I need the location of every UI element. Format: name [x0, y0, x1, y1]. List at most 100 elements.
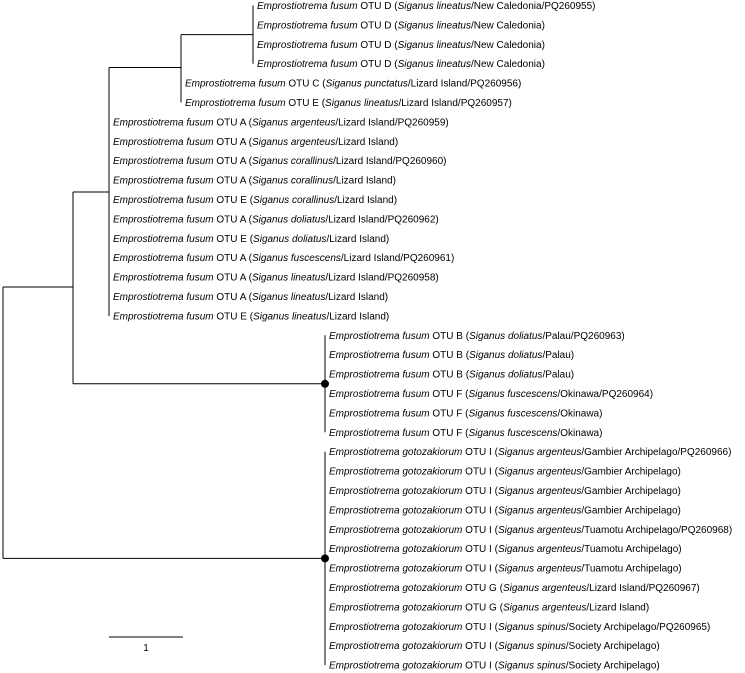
taxon-species: Emprostiotrema fusum [257, 20, 358, 31]
taxon-species: Emprostiotrema fusum [113, 214, 214, 225]
taxon-locality: /Society Archipelago) [566, 661, 660, 672]
taxon-locality: /Gambier Archipelago/PQ260966) [581, 447, 731, 458]
taxon-host: Siganus argenteus [498, 467, 581, 478]
taxon-species: Emprostiotrema fusum [257, 1, 358, 12]
taxon-species: Emprostiotrema fusum [113, 311, 214, 322]
taxon-label: Emprostiotrema gotozakiorum OTU I (Sigan… [329, 525, 732, 536]
taxon-label: Emprostiotrema fusum OTU D (Siganus line… [257, 20, 545, 31]
taxon-locality: /Lizard Island/PQ260962) [325, 214, 438, 225]
taxon-label: Emprostiotrema fusum OTU A (Siganus cora… [113, 156, 447, 167]
taxon-label: Emprostiotrema fusum OTU D (Siganus line… [257, 40, 545, 51]
taxon-label: Emprostiotrema gotozakiorum OTU G (Sigan… [329, 583, 700, 594]
taxon-species: Emprostiotrema fusum [257, 40, 358, 51]
taxon-host: Siganus lineatus [398, 20, 471, 31]
taxon-otu: OTU A ( [214, 292, 253, 303]
taxon-host: Siganus doliatus [469, 370, 542, 381]
taxon-otu: OTU I ( [462, 447, 498, 458]
taxon-otu: OTU D ( [358, 40, 399, 51]
taxon-locality: /Lizard Island/PQ260960) [333, 156, 446, 167]
taxon-host: Siganus doliatus [469, 331, 542, 342]
taxon-host: Siganus doliatus [253, 234, 326, 245]
taxon-host: Siganus lineatus [398, 1, 471, 12]
taxon-host: Siganus lineatus [325, 98, 398, 109]
taxon-label: Emprostiotrema fusum OTU A (Siganus line… [113, 292, 388, 303]
taxon-locality: /Society Archipelago/PQ260965) [566, 622, 711, 633]
taxon-locality: /New Caledonia) [471, 20, 545, 31]
taxon-otu: OTU D ( [358, 1, 399, 12]
taxon-otu: OTU I ( [462, 486, 498, 497]
taxon-host: Siganus corallinus [252, 156, 333, 167]
taxon-host: Siganus fuscescens [468, 428, 557, 439]
taxon-label: Emprostiotrema gotozakiorum OTU I (Sigan… [329, 447, 731, 458]
taxon-locality: /Tuamotu Archipelago) [581, 564, 681, 575]
taxon-locality: /Lizard Island/PQ260961) [341, 253, 454, 264]
taxon-otu: OTU E ( [214, 195, 254, 206]
taxon-species: Emprostiotrema gotozakiorum [329, 486, 462, 497]
taxon-host: Siganus argenteus [503, 583, 586, 594]
taxon-label: Emprostiotrema fusum OTU F (Siganus fusc… [329, 389, 653, 400]
taxon-otu: OTU A ( [214, 214, 253, 225]
taxon-label: Emprostiotrema gotozakiorum OTU I (Sigan… [329, 641, 660, 652]
taxon-species: Emprostiotrema gotozakiorum [329, 447, 462, 458]
taxon-host: Siganus argenteus [252, 137, 335, 148]
taxon-otu: OTU I ( [462, 641, 498, 652]
taxon-locality: /Gambier Archipelago) [581, 467, 681, 478]
taxon-label: Emprostiotrema fusum OTU E (Siganus line… [113, 311, 389, 322]
taxon-label: Emprostiotrema gotozakiorum OTU I (Sigan… [329, 467, 681, 478]
taxon-otu: OTU B ( [430, 331, 470, 342]
taxon-locality: /Palau) [542, 370, 574, 381]
taxon-locality: /Society Archipelago) [566, 641, 660, 652]
taxon-species: Emprostiotrema gotozakiorum [329, 661, 462, 672]
taxon-label: Emprostiotrema fusum OTU C (Siganus punc… [185, 79, 521, 90]
taxon-species: Emprostiotrema gotozakiorum [329, 525, 462, 536]
taxon-species: Emprostiotrema gotozakiorum [329, 544, 462, 555]
taxon-otu: OTU F ( [430, 389, 470, 400]
taxon-otu: OTU A ( [214, 273, 253, 284]
taxon-locality: /Lizard Island/PQ260958) [325, 273, 438, 284]
taxon-locality: /Okinawa) [557, 408, 602, 419]
taxon-host: Siganus lineatus [398, 59, 471, 70]
taxon-locality: /Gambier Archipelago) [581, 486, 681, 497]
taxon-species: Emprostiotrema fusum [113, 117, 214, 128]
taxon-host: Siganus argenteus [498, 544, 581, 555]
taxon-host: Siganus spinus [498, 661, 566, 672]
taxon-locality: /New Caledonia) [471, 59, 545, 70]
taxon-locality: /Lizard Island) [586, 602, 649, 613]
taxon-species: Emprostiotrema fusum [329, 331, 430, 342]
taxon-label: Emprostiotrema fusum OTU E (Siganus line… [185, 98, 512, 109]
taxon-locality: /Lizard Island) [326, 234, 389, 245]
taxon-label: Emprostiotrema gotozakiorum OTU I (Sigan… [329, 486, 681, 497]
taxon-locality: /Okinawa/PQ260964) [557, 389, 653, 400]
taxon-host: Siganus argenteus [503, 602, 586, 613]
taxon-species: Emprostiotrema fusum [113, 176, 214, 187]
taxon-species: Emprostiotrema gotozakiorum [329, 641, 462, 652]
taxon-host: Siganus argenteus [498, 447, 581, 458]
taxon-species: Emprostiotrema gotozakiorum [329, 622, 462, 633]
scale-bar-label: 1 [143, 643, 149, 654]
taxon-host: Siganus corallinus [252, 176, 333, 187]
taxon-host: Siganus fuscescens [468, 389, 557, 400]
taxon-label: Emprostiotrema fusum OTU A (Siganus doli… [113, 214, 439, 225]
taxon-host: Siganus lineatus [253, 311, 326, 322]
taxon-locality: /Tuamotu Archipelago/PQ260968) [581, 525, 732, 536]
taxon-species: Emprostiotrema fusum [257, 59, 358, 70]
taxon-label: Emprostiotrema fusum OTU D (Siganus line… [257, 1, 596, 12]
taxon-label: Emprostiotrema fusum OTU A (Siganus cora… [113, 176, 396, 187]
taxon-otu: OTU F ( [430, 408, 470, 419]
taxon-locality: /Palau) [542, 350, 574, 361]
taxon-host: Siganus argenteus [498, 564, 581, 575]
taxon-host: Siganus corallinus [253, 195, 334, 206]
taxon-otu: OTU I ( [462, 544, 498, 555]
taxon-label: Emprostiotrema gotozakiorum OTU I (Sigan… [329, 544, 682, 555]
taxon-label: Emprostiotrema gotozakiorum OTU I (Sigan… [329, 564, 682, 575]
taxon-locality: /Lizard Island/PQ260956) [408, 79, 521, 90]
taxon-species: Emprostiotrema gotozakiorum [329, 602, 462, 613]
taxon-locality: /Lizard Island) [334, 195, 397, 206]
taxon-species: Emprostiotrema fusum [113, 195, 214, 206]
taxon-label: Emprostiotrema gotozakiorum OTU I (Sigan… [329, 622, 710, 633]
taxon-species: Emprostiotrema gotozakiorum [329, 583, 462, 594]
taxon-otu: OTU A ( [214, 253, 253, 264]
taxon-label: Emprostiotrema fusum OTU A (Siganus fusc… [113, 253, 454, 264]
taxon-locality: /New Caledonia/PQ260955) [471, 1, 596, 12]
